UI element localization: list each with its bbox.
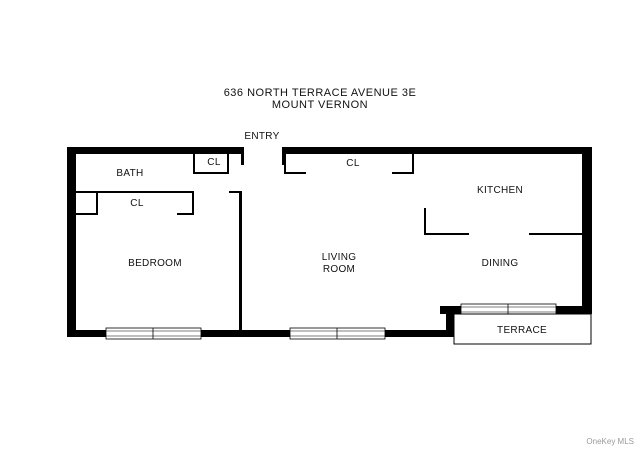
bedroom-partition: [239, 191, 242, 331]
entry-jamb-left: [241, 147, 244, 165]
bath-closet-label: CL: [207, 157, 221, 168]
wall-right: [582, 147, 592, 312]
dining-label: DINING: [481, 258, 519, 269]
bath-closet-wall-bottom: [193, 172, 229, 174]
window-living: [289, 327, 386, 340]
plan-title: 636 NORTH TERRACE AVENUE 3E MOUNT VERNON: [170, 87, 470, 111]
entry-jamb-right: [282, 147, 285, 165]
bath-label: BATH: [116, 168, 144, 179]
window-dining: [460, 303, 557, 316]
bedroom-closet-wall-bottom-right: [177, 213, 194, 215]
kitchen-closet-wall-bottom-left: [284, 172, 306, 174]
kitchen-label: KITCHEN: [477, 185, 523, 196]
bedroom-closet-wall-bottom: [76, 213, 98, 215]
entry-label: ENTRY: [244, 131, 280, 142]
living-room-label-2: ROOM: [322, 264, 356, 275]
wall-top-right: [282, 147, 592, 154]
kitchen-closet-wall-left: [284, 152, 286, 174]
city-line: MOUNT VERNON: [271, 99, 369, 111]
bedroom-closet-wall-right: [192, 193, 194, 215]
bath-wall-stub: [229, 191, 241, 193]
bath-closet-wall-left: [193, 152, 195, 174]
wall-top-left: [67, 147, 244, 154]
kitchen-closet-wall-right: [412, 152, 414, 174]
kitchen-wall-left: [424, 233, 469, 235]
bath-wall-bottom: [76, 191, 194, 193]
bedroom-closet-door-left: [96, 193, 98, 215]
address-line: 636 NORTH TERRACE AVENUE 3E: [223, 87, 417, 99]
living-room-label-1: LIVING: [321, 252, 357, 263]
bedroom-closet-label: CL: [130, 198, 144, 209]
wall-jog-vertical: [446, 306, 454, 337]
bedroom-label: BEDROOM: [128, 258, 182, 269]
terrace-label: TERRACE: [497, 325, 547, 336]
entry-closet-label: CL: [346, 158, 360, 169]
kitchen-wall-vertical: [424, 208, 426, 235]
kitchen-closet-wall-bottom-right: [392, 172, 414, 174]
terrace-outline: [453, 313, 592, 345]
wall-bottom-left: [67, 330, 454, 337]
window-bedroom: [105, 327, 202, 340]
wall-left: [67, 147, 76, 337]
bath-closet-wall-right: [227, 152, 229, 174]
watermark: OneKey MLS: [586, 437, 634, 446]
kitchen-wall-right: [529, 233, 582, 235]
